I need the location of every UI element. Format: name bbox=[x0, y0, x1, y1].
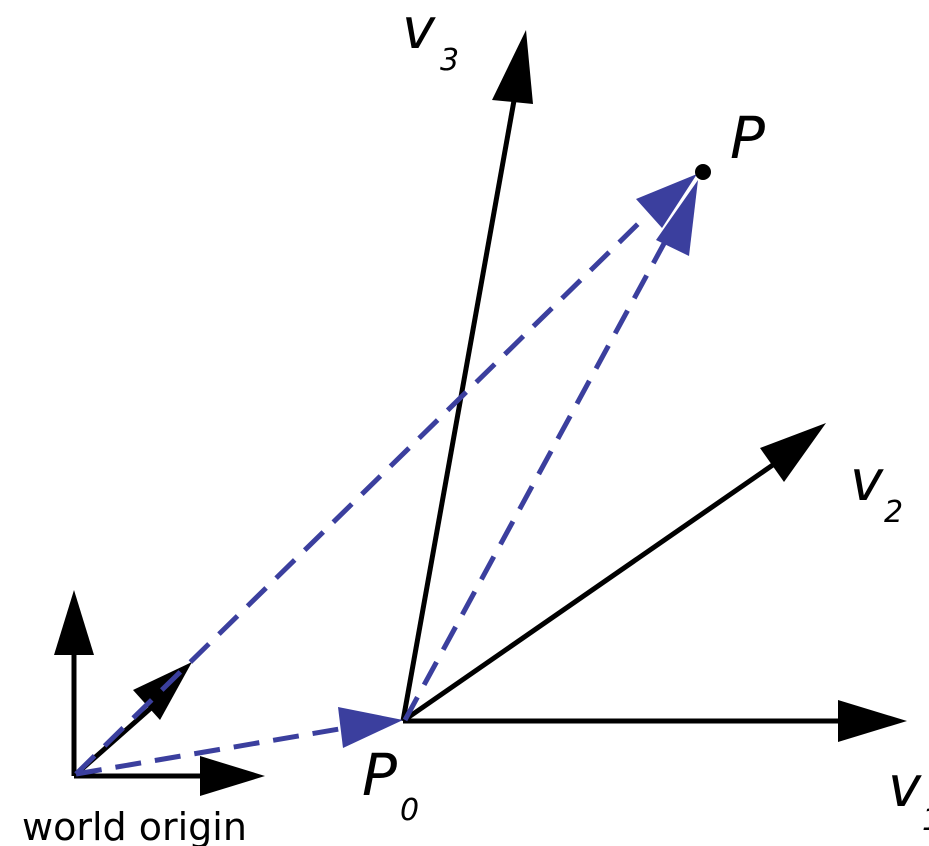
vector-p0-to-p bbox=[402, 236, 670, 722]
vector-p0-to-p-arrowhead bbox=[656, 180, 698, 256]
label-v2: v 2 bbox=[850, 449, 903, 530]
label-v3-sub: 3 bbox=[440, 43, 459, 78]
axis-v1-arrowhead bbox=[838, 700, 907, 742]
label-world-origin: world origin bbox=[22, 805, 247, 846]
vector-origin-to-p bbox=[74, 220, 642, 776]
label-v3-main: v bbox=[402, 0, 436, 62]
label-v2-main: v bbox=[850, 449, 884, 514]
label-p0: P 0 bbox=[362, 741, 419, 828]
label-v2-sub: 2 bbox=[884, 495, 903, 530]
vector-origin-to-p-arrowhead bbox=[636, 174, 697, 228]
axis-v3-arrowhead bbox=[492, 30, 533, 104]
label-p0-main: P bbox=[362, 741, 397, 809]
label-v1: v 1 bbox=[888, 755, 929, 838]
vector-origin-to-p0 bbox=[75, 725, 346, 777]
label-p0-sub: 0 bbox=[400, 793, 419, 828]
world-axis-up-arrowhead bbox=[54, 590, 94, 655]
label-v1-sub: 1 bbox=[922, 803, 929, 838]
vector-origin-to-p0-arrowhead bbox=[338, 707, 403, 748]
label-p: P bbox=[730, 104, 765, 172]
point-p-marker bbox=[695, 164, 711, 180]
local-frame bbox=[400, 30, 907, 742]
axis-v2-arrowhead bbox=[760, 423, 826, 482]
world-axis-right-arrowhead bbox=[200, 756, 265, 796]
label-v1-main: v bbox=[888, 755, 922, 820]
axis-v2 bbox=[401, 457, 782, 724]
axis-v3 bbox=[400, 94, 518, 722]
label-v3: v 3 bbox=[402, 0, 459, 78]
dashed-vectors bbox=[74, 174, 698, 777]
